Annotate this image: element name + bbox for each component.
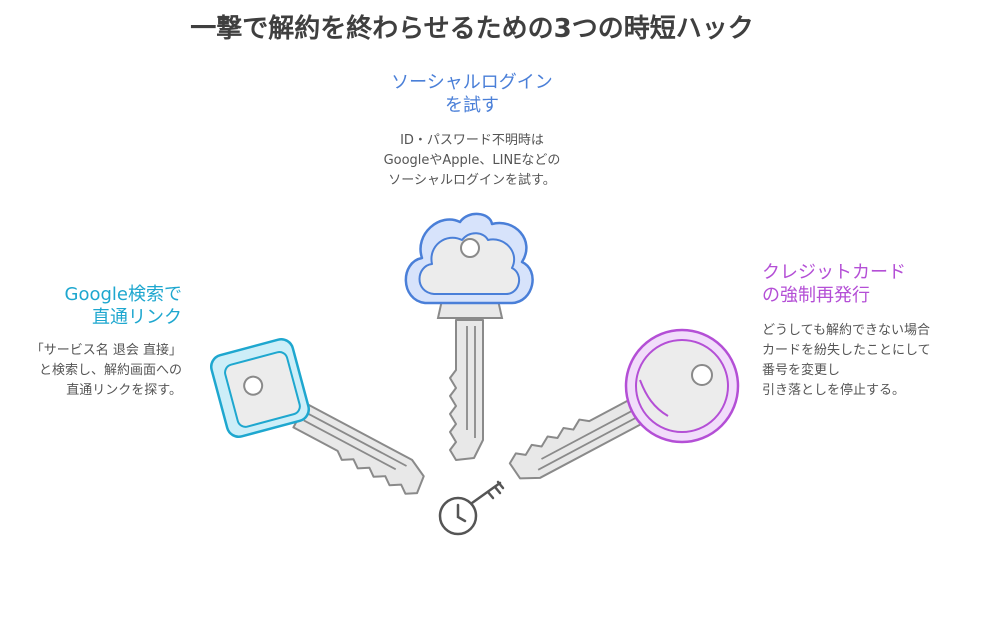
credit-card-description: どうしても解約できない場合 カードを紛失したことにして 番号を変更し 引き落とし… [762, 321, 982, 401]
social-login-description-line: GoogleやApple、LINEなどの [383, 153, 561, 168]
social-login-description: ID・パスワード不明時は GoogleやApple、LINEなどの ソーシャルロ… [342, 131, 602, 191]
social-login-description-line: ソーシャルログインを試す。 [388, 173, 556, 188]
google-search-key-icon [210, 338, 431, 500]
google-search-description-line: 「サービス名 退会 直接」 [30, 343, 182, 358]
credit-card-description-line: 引き落としを停止する。 [762, 383, 906, 398]
social-login-heading-line: ソーシャルログイン [391, 72, 553, 93]
google-search-description-line: と検索し、解約画面への [38, 363, 182, 378]
page-title: 一撃で解約を終わらせるための3つの時短ハック [190, 14, 754, 44]
social-login-description-line: ID・パスワード不明時は [400, 133, 544, 148]
social-login-heading-line: を試す [445, 95, 499, 116]
google-search-description: 「サービス名 退会 直接」 と検索し、解約画面への 直通リンクを探す。 [0, 341, 182, 401]
social-login-key-icon [404, 212, 534, 461]
google-search-heading-line: 直通リンク [92, 307, 182, 328]
credit-card-heading-line: の強制再発行 [762, 285, 870, 306]
social-login-heading: ソーシャルログイン を試す [372, 71, 572, 117]
credit-card-description-line: 番号を変更し [762, 363, 841, 378]
credit-card-heading-line: クレジットカード [762, 262, 906, 283]
credit-card-key-icon [505, 328, 740, 489]
credit-card-heading: クレジットカード の強制再発行 [762, 261, 972, 307]
google-search-heading: Google検索で 直通リンク [20, 283, 182, 329]
google-search-description-line: 直通リンクを探す。 [66, 383, 182, 398]
google-search-heading-line: Google検索で [64, 284, 182, 305]
credit-card-description-line: カードを紛失したことにして [762, 343, 931, 358]
credit-card-description-line: どうしても解約できない場合 [762, 323, 930, 338]
clock-key-icon [438, 480, 505, 536]
